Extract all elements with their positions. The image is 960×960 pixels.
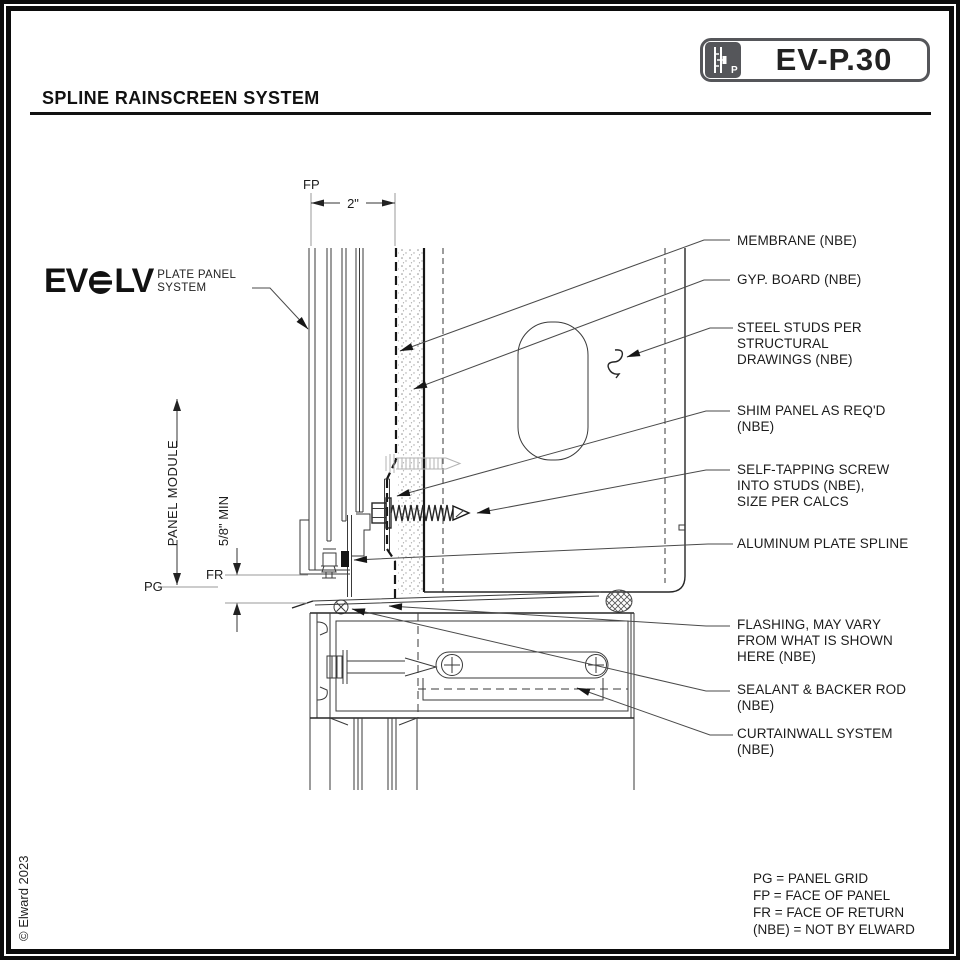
leader-lines: [252, 239, 733, 736]
leader-sealant: [351, 608, 730, 692]
logo-tagline: PLATE PANEL SYSTEM: [157, 269, 237, 294]
leader-flashing: [388, 603, 730, 627]
svg-text:P: P: [731, 65, 738, 76]
sheet-title: SPLINE RAINSCREEN SYSTEM: [42, 88, 320, 108]
steel-stud: [517, 321, 624, 461]
leader-evolv: [252, 287, 309, 330]
leader-screw: [476, 469, 730, 515]
wordmark-lv: LV: [114, 262, 154, 300]
callout-membrane: MEMBRANE (NBE): [737, 233, 857, 248]
leader-spline: [353, 543, 733, 564]
drawing-number: EV-P.30: [775, 42, 893, 77]
leader-shim: [396, 410, 730, 497]
callout-steel-studs: STEEL STUDS PER STRUCTURAL DRAWINGS (NBE…: [737, 320, 862, 367]
membrane-line: [385, 248, 398, 599]
min-gap-label: 5/8" MIN: [216, 496, 231, 546]
leader-curtainwall: [576, 687, 733, 736]
wordmark-ev: EV: [44, 262, 88, 300]
callout-shim-panel: SHIM PANEL AS REQ'D (NBE): [737, 403, 886, 434]
spline-plate: [341, 551, 349, 567]
callout-flashing: FLASHING, MAY VARY FROM WHAT IS SHOWN HE…: [737, 617, 893, 664]
leader-membrane: [399, 239, 730, 352]
panel-section-lines: [299, 248, 364, 597]
leader-gyp: [413, 279, 730, 390]
panel-depth-value: 2": [347, 196, 359, 211]
callout-curtainwall: CURTAINWALL SYSTEM (NBE): [737, 726, 893, 757]
backer-rod: [333, 599, 349, 615]
copyright-note: © Elward 2023: [16, 855, 31, 941]
flashing: [291, 589, 633, 615]
sealant-gasket: [605, 589, 633, 613]
dimension-panel-depth: FP 2": [303, 177, 396, 246]
shim-plate: [384, 478, 390, 551]
stud-break-symbol: [607, 349, 624, 379]
legend-fr: FR = FACE OF RETURN: [753, 905, 905, 920]
dimension-min-gap: 5/8" MIN: [216, 496, 308, 632]
panel-module-label: PANEL MODULE: [165, 440, 180, 546]
legend-pg: PG = PANEL GRID: [753, 871, 869, 886]
grid-references: PG FR: [144, 567, 223, 594]
ghost-screw: [385, 454, 462, 473]
callout-gyp-board: GYP. BOARD (NBE): [737, 272, 862, 287]
title-block: P EV-P.30: [700, 38, 930, 82]
legend-nbe: (NBE) = NOT BY ELWARD: [753, 922, 915, 937]
pg-label: PG: [144, 579, 163, 594]
self-tapping-screw: [371, 497, 471, 529]
legend-fp: FP = FACE OF PANEL: [753, 888, 891, 903]
callout-spline: ALUMINUM PLATE SPLINE: [737, 536, 909, 551]
leader-steel-studs: [626, 327, 733, 358]
elward-detail-icon: P: [705, 42, 741, 78]
evolv-wordmark: EV LV: [44, 262, 154, 300]
spline-assembly: [321, 513, 371, 579]
evolv-o-glyph: [89, 270, 114, 294]
callout-sealant: SEALANT & BACKER ROD (NBE): [737, 682, 907, 713]
gyp-board: [398, 248, 444, 594]
callout-screw: SELF-TAPPING SCREW INTO STUDS (NBE), SIZ…: [737, 462, 890, 509]
fp-label: FP: [303, 177, 320, 192]
dimension-panel-module: PANEL MODULE: [165, 399, 181, 585]
abbreviation-legend: PG = PANEL GRID FP = FACE OF PANEL FR = …: [753, 870, 915, 938]
evolv-logo: EV LV PLATE PANEL SYSTEM: [44, 262, 237, 300]
curtainwall: [309, 612, 635, 790]
title-rule: [30, 112, 931, 115]
fr-label: FR: [206, 567, 223, 582]
wall-boundary: [424, 248, 686, 593]
